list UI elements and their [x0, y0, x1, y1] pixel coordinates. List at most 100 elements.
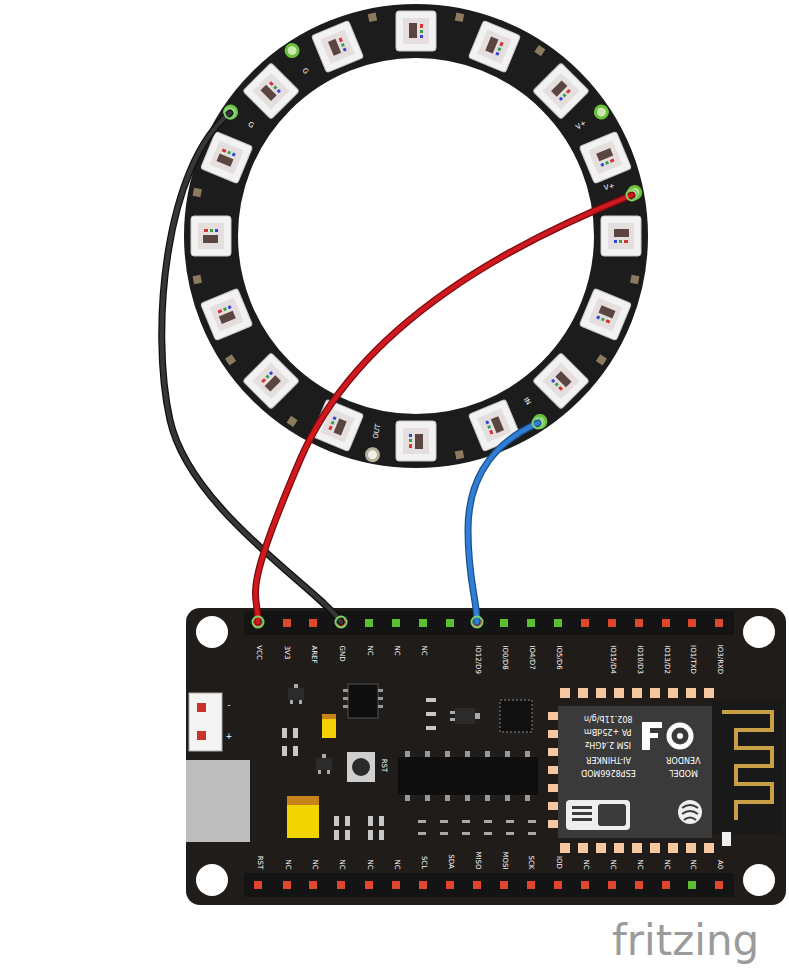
ring-led — [253, 73, 290, 110]
ic-chip — [505, 795, 510, 801]
header-pin — [392, 881, 400, 889]
capacitor — [287, 796, 319, 805]
ring-led — [341, 43, 345, 47]
certification-logo — [642, 722, 662, 728]
ring-led — [533, 353, 590, 410]
jumper-wire — [225, 108, 236, 119]
ic-chip — [290, 700, 293, 704]
reset-button — [347, 752, 375, 782]
ring-led — [331, 421, 335, 425]
ring-led — [468, 20, 520, 72]
header-pin — [500, 619, 508, 627]
ring-led — [339, 37, 343, 42]
module-pad — [548, 784, 558, 792]
ic-chip — [294, 684, 298, 688]
smd-resistor — [282, 698, 536, 840]
ring-led — [232, 153, 236, 157]
ic-chip — [455, 708, 475, 724]
ring-led — [198, 223, 224, 249]
ring-led — [420, 30, 423, 33]
ring-capacitor — [193, 275, 202, 284]
header-pin — [254, 619, 723, 889]
pin-label: NC — [366, 859, 373, 869]
ring-led — [269, 81, 274, 86]
certification-logo — [572, 812, 592, 815]
ring-led — [601, 216, 641, 256]
ring-led — [217, 154, 234, 167]
ring-led — [555, 382, 559, 386]
pin-label: NC — [338, 859, 345, 869]
pin-label: RST — [380, 758, 387, 772]
module-marking: ESP8266MOD — [581, 768, 636, 776]
ring-capacitor — [287, 416, 298, 427]
smd-resistor — [293, 746, 298, 756]
ring-led — [277, 89, 281, 93]
certification-logo — [598, 804, 626, 826]
ring-pad — [284, 42, 301, 59]
ring-led — [396, 11, 436, 51]
module-pad — [548, 688, 714, 853]
smd-resistor — [282, 728, 287, 738]
header-pin — [446, 881, 454, 889]
nodemcu-pcb — [196, 864, 228, 896]
header-pin — [500, 881, 508, 889]
header-pin — [446, 619, 454, 627]
ring-led — [217, 309, 222, 313]
header-pin — [392, 619, 400, 627]
ring-pad — [365, 448, 379, 462]
ring-led — [210, 297, 244, 331]
nodemcu-pcb — [186, 608, 786, 905]
ring-led — [559, 97, 563, 101]
ic-chip — [378, 689, 383, 692]
ring-led — [533, 63, 590, 120]
ring-led — [210, 141, 244, 175]
header-pin — [554, 619, 562, 627]
jumper-wire — [253, 617, 264, 628]
jumper-wire — [253, 190, 638, 628]
pin-label: NC — [636, 859, 643, 869]
ring-pad-label: V+ — [603, 183, 615, 192]
ring-pad-label: G — [301, 67, 310, 75]
ring-capacitor — [368, 13, 377, 22]
ring-led — [495, 52, 499, 56]
pin-label: IO10/D3 — [635, 645, 642, 674]
neopixel-ring-pcb — [211, 31, 621, 441]
jumper-wire — [468, 418, 544, 628]
pin-label: VCC — [254, 645, 261, 660]
ring-led — [551, 379, 555, 383]
header-pin — [715, 881, 723, 889]
smd-resistor — [484, 832, 492, 835]
nodemcu-pcb — [186, 608, 786, 905]
nodemcu-pcb — [244, 873, 734, 897]
pin-label: - — [228, 702, 231, 710]
jumper-wire — [255, 195, 632, 622]
ic-chip — [299, 700, 302, 704]
module-pad — [704, 843, 714, 853]
ring-pad — [365, 448, 379, 462]
ring-led — [497, 47, 501, 51]
module-marking: ISM 2.4GHz — [585, 740, 631, 748]
ring-capacitor — [368, 13, 377, 22]
certification-logo — [566, 800, 630, 830]
header-pin — [688, 881, 696, 889]
neopixel-ring: GGV+V+INOUT — [184, 4, 648, 470]
esp8266-module: 802.11b/g/nPA +25dBmISM 2.4GHzAI-THINKER… — [558, 704, 712, 840]
certification-logo — [566, 722, 702, 830]
ring-led — [403, 18, 429, 44]
pin-label: IO13/D2 — [662, 645, 669, 674]
pin-label: IO5/D6 — [555, 645, 562, 669]
antenna — [712, 700, 782, 846]
smd-resistor — [282, 746, 287, 756]
ring-capacitor — [225, 354, 236, 365]
certification-logo — [572, 818, 592, 821]
smd-resistor — [440, 820, 448, 823]
ic-chip — [316, 758, 332, 770]
ring-led — [269, 371, 273, 375]
ring-led — [396, 11, 436, 51]
certification-logo — [682, 805, 698, 820]
jumper-wire — [336, 617, 347, 628]
ring-led — [223, 307, 227, 311]
jumper-wire — [468, 423, 538, 622]
header-pin — [419, 881, 427, 889]
battery-connector — [197, 703, 206, 712]
